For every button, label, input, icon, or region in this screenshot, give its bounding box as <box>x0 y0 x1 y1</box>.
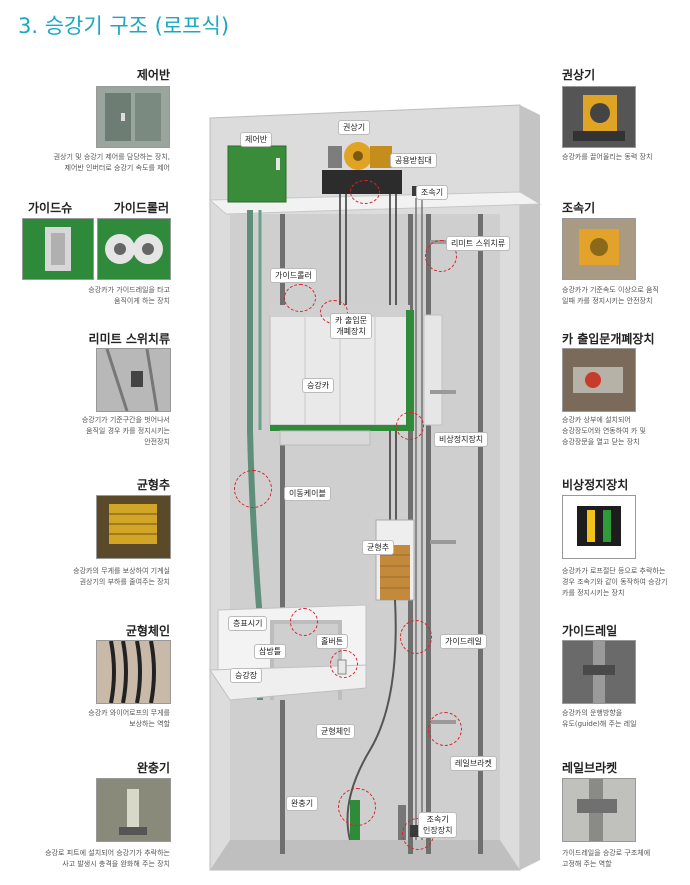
label-buffer: 완충기 <box>286 796 319 811</box>
left-item-desc: 권상기 및 승강기 제어를 담당하는 장치,제어반 인버터로 승강기 속도를 제… <box>53 153 170 172</box>
label-travel-cable: 이동케이블 <box>284 486 331 501</box>
right-item-title: 카 출입문개폐장치 <box>562 332 655 346</box>
safety-gear-photo <box>562 495 636 559</box>
limit-switch-photo <box>96 348 171 412</box>
label-limit-switch: 리미트 스위치류 <box>446 236 511 251</box>
guide-roller-photo <box>97 218 171 280</box>
label-guide-roller: 가이드롤러 <box>270 268 317 283</box>
left-item-title: 균형체인 <box>125 624 170 638</box>
left-item-title-2: 가이드롤러 <box>113 201 169 215</box>
control-panel-photo-art <box>97 87 169 147</box>
governor-photo-art <box>563 219 635 279</box>
traction-machine-photo <box>562 86 636 148</box>
right-item-title: 가이드레일 <box>562 624 618 638</box>
label-safety-gear: 비상정지장치 <box>434 432 489 447</box>
label-call-button: 홀버튼 <box>316 634 349 649</box>
right-item-desc: 승강카를 끌어올리는 동력 장치 <box>562 153 653 161</box>
label-car: 승강카 <box>302 378 335 393</box>
door-operator-photo <box>562 348 636 412</box>
label-guide-rail: 가이드레일 <box>440 634 487 649</box>
counterweight-photo-art <box>97 496 170 558</box>
left-item-title: 완충기 <box>136 761 170 775</box>
rail-bracket-photo <box>562 778 636 842</box>
label-governor-tension: 조속기 인장장치 <box>418 812 458 838</box>
comp-chain-photo-art <box>97 641 170 703</box>
elevator-diagram: 제어반 권상기 공용받침대 조속기 리미트 스위치류 가이드롤러 카 출입문 개… <box>190 100 550 880</box>
label-door-operator: 카 출입문 개폐장치 <box>330 313 372 339</box>
label-jamb: 삼방틀 <box>254 644 287 659</box>
guide-shoe-photo-art <box>23 219 93 279</box>
label-governor: 조속기 <box>416 185 449 200</box>
door-operator-photo-art <box>563 349 635 411</box>
counterweight-photo <box>96 495 171 559</box>
rail-bracket-photo-art <box>563 779 635 841</box>
label-control-panel: 제어반 <box>240 132 273 147</box>
highlight-circle <box>425 240 457 272</box>
safety-gear-photo-art <box>563 496 635 558</box>
highlight-circle <box>396 412 424 440</box>
highlight-circle <box>234 470 272 508</box>
right-item-title: 조속기 <box>562 201 596 215</box>
left-item-title: 제어반 <box>136 68 170 82</box>
right-item-title: 레일브라켓 <box>562 761 618 775</box>
governor-photo <box>562 218 636 280</box>
buffer-photo-art <box>97 779 170 841</box>
traction-machine-photo-art <box>563 87 635 147</box>
label-landing: 승강장 <box>230 668 263 683</box>
label-bed-plate: 공용받침대 <box>390 153 437 168</box>
highlight-circle <box>290 608 318 636</box>
highlight-circle <box>428 712 462 746</box>
right-item-title: 권상기 <box>562 68 596 82</box>
label-indicator: 층표시기 <box>228 616 268 631</box>
highlight-circle <box>330 650 358 678</box>
page-title: 3. 승강기 구조 (로프식) <box>18 14 230 38</box>
highlight-circle <box>284 284 316 312</box>
left-item-title: 가이드슈 <box>28 201 73 215</box>
guide-rail-photo <box>562 640 636 704</box>
buffer-photo <box>96 778 171 842</box>
label-counterweight: 균형추 <box>362 540 395 555</box>
label-comp-chain: 균형체인 <box>316 724 356 739</box>
control-panel-photo <box>96 86 170 148</box>
limit-switch-photo-art <box>97 349 170 411</box>
left-item-title: 균형추 <box>136 478 170 492</box>
label-traction-machine: 권상기 <box>338 120 371 135</box>
comp-chain-photo <box>96 640 171 704</box>
label-rail-bracket: 레일브라켓 <box>450 756 497 771</box>
guide-roller-photo-art <box>98 219 170 279</box>
guide-rail-photo-art <box>563 641 635 703</box>
left-item-title: 리미트 스위치류 <box>88 332 170 346</box>
guide-shoe-photo <box>22 218 94 280</box>
right-item-title: 비상정지장치 <box>562 478 629 492</box>
highlight-circle <box>350 180 380 204</box>
highlight-circle <box>338 788 376 826</box>
highlight-circle <box>400 620 432 654</box>
